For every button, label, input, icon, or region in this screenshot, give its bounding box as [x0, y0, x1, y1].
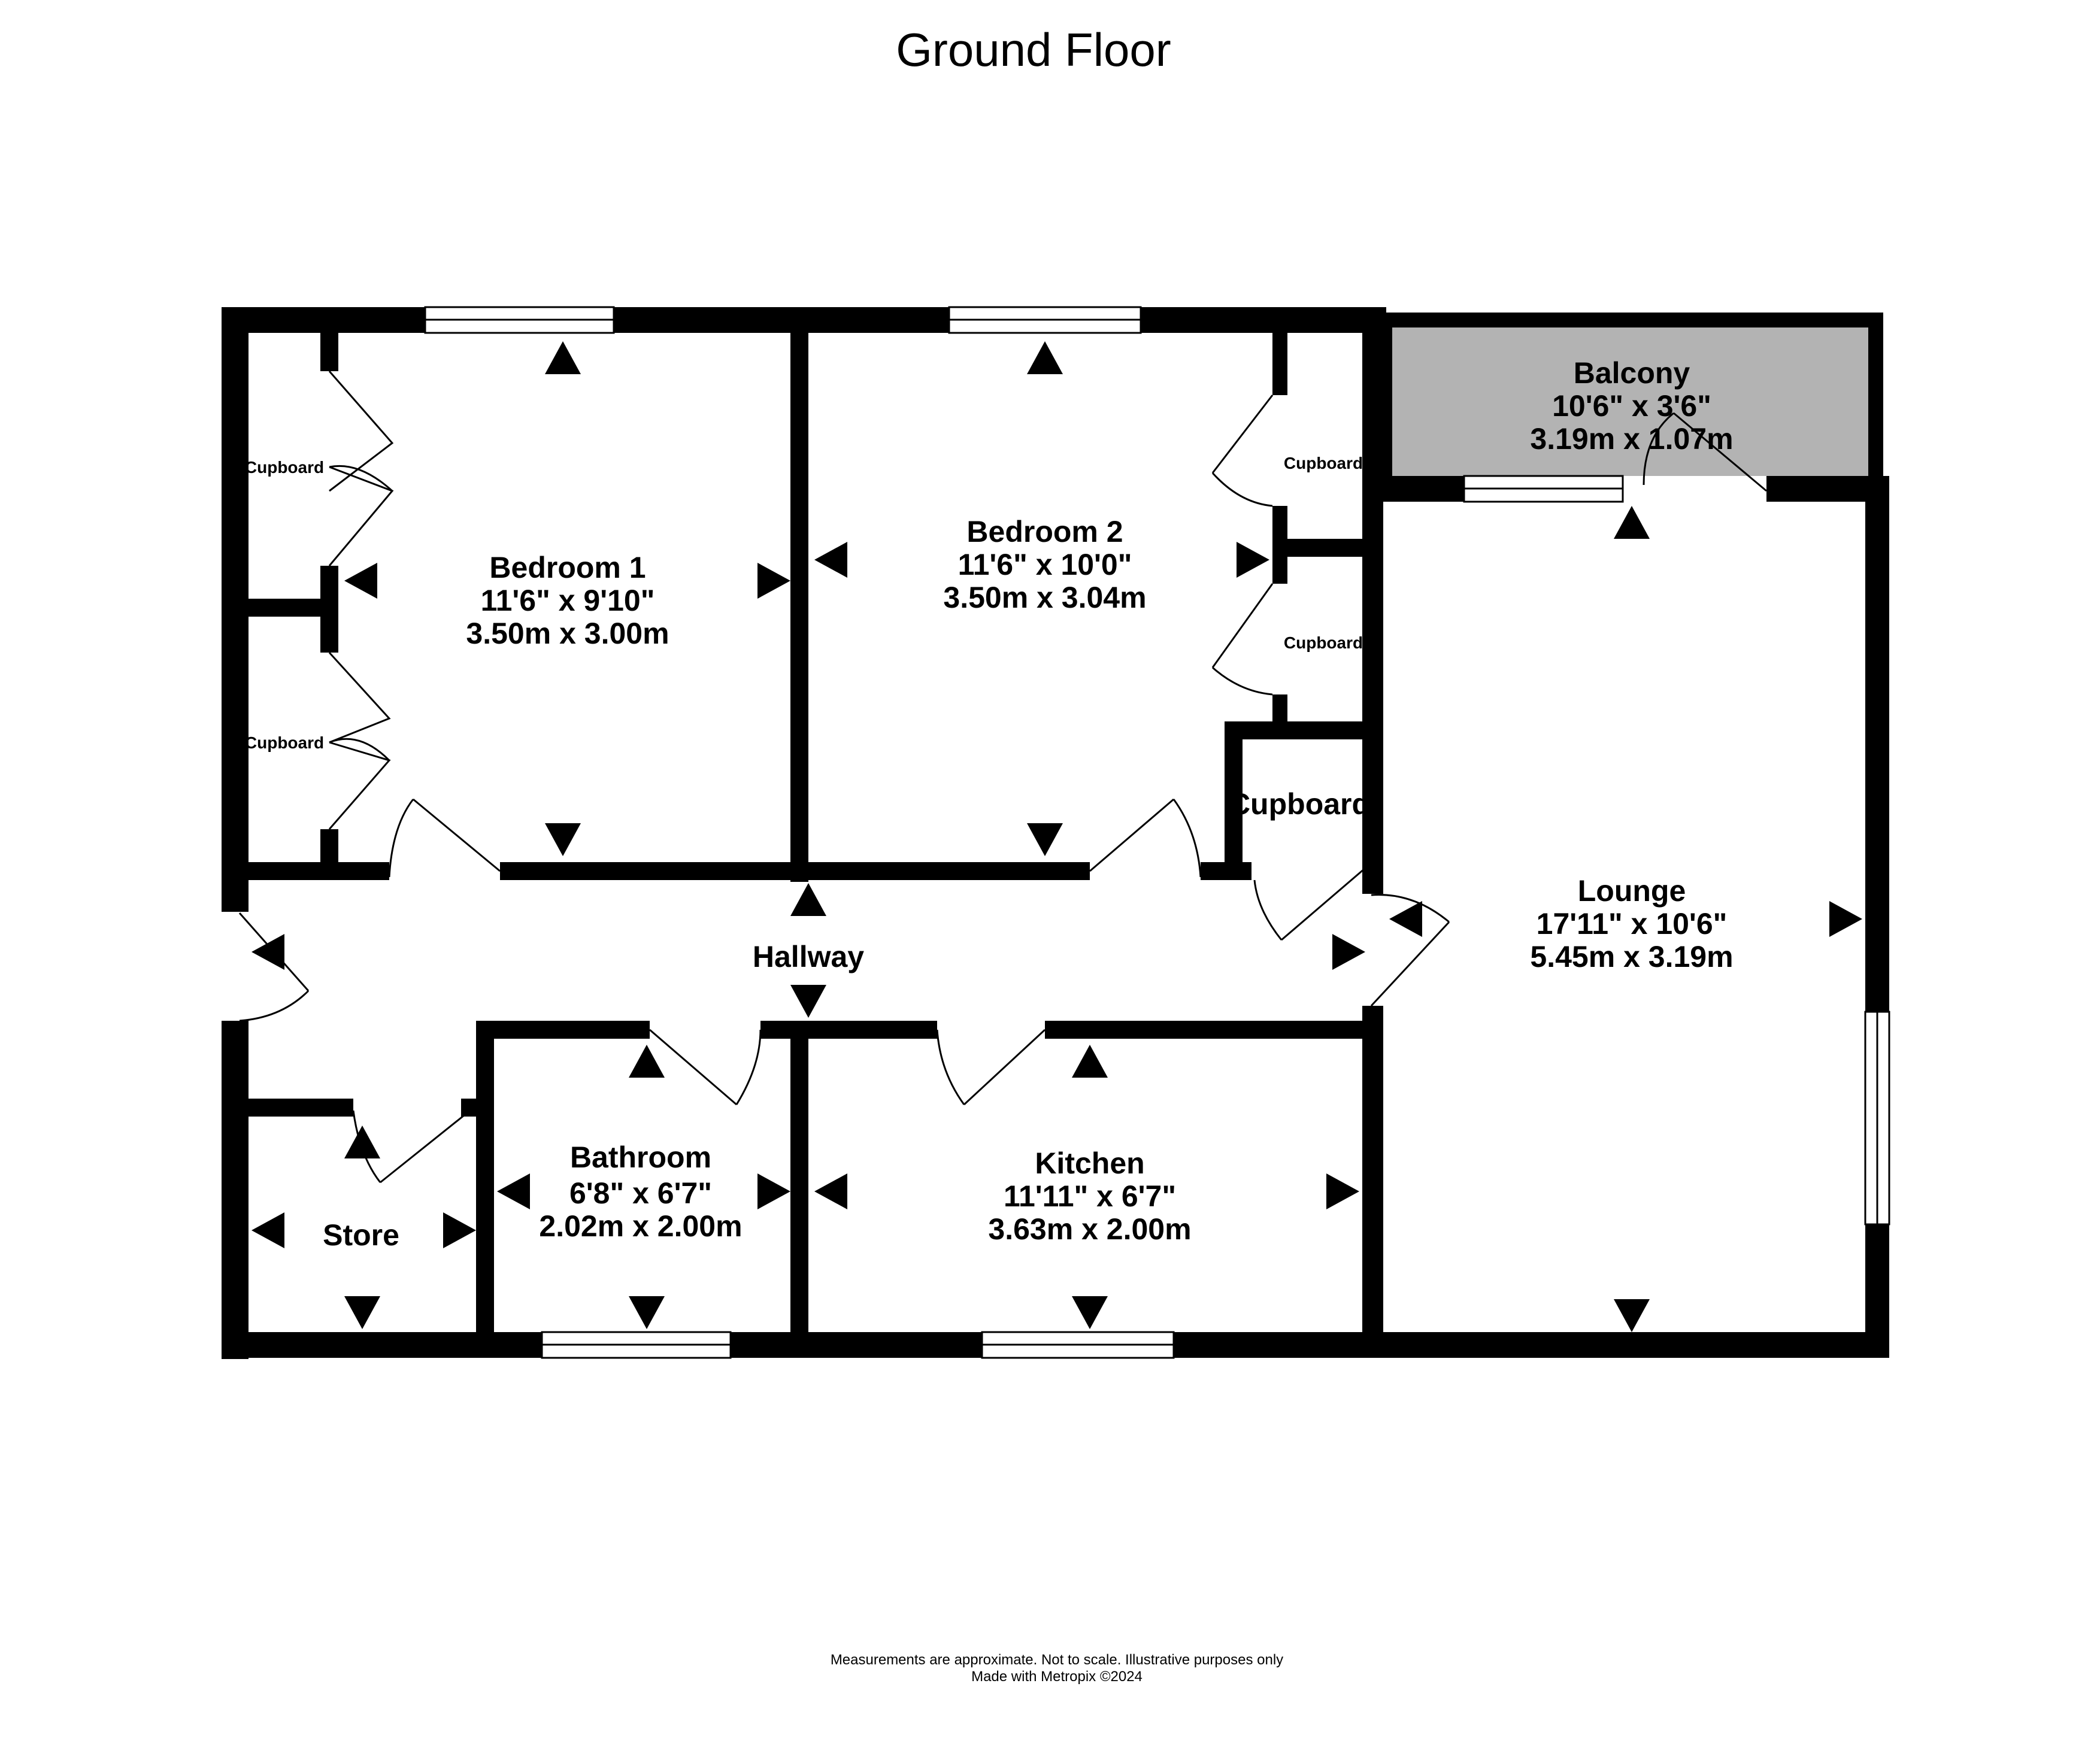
dimension-arrows — [251, 341, 1862, 1332]
cupboard-bed1-top: Cupboard — [245, 458, 324, 477]
bathroom-name: Bathroom — [570, 1141, 711, 1174]
balcony-imperial: 10'6" x 3'6" — [1552, 389, 1711, 423]
cupboard-bed2-top: Cupboard — [1284, 454, 1363, 472]
lounge-imperial: 17'11" x 10'6" — [1537, 907, 1728, 941]
cupboard-hall: Cupboard — [1229, 787, 1370, 821]
windows — [424, 306, 1890, 1359]
walls — [222, 307, 1889, 1359]
lounge-name: Lounge — [1578, 874, 1686, 908]
kitchen-name: Kitchen — [1035, 1146, 1144, 1180]
plan-title: Ground Floor — [896, 23, 1171, 76]
hallway-name: Hallway — [753, 940, 864, 973]
bathroom-metric: 2.02m x 2.00m — [539, 1209, 742, 1243]
bedroom1-imperial: 11'6" x 9'10" — [481, 584, 655, 617]
balcony-metric: 3.19m x 1.07m — [1530, 422, 1733, 456]
bedroom1-metric: 3.50m x 3.00m — [466, 617, 669, 650]
cupboard-bed1-bottom: Cupboard — [245, 733, 324, 752]
bedroom2-name: Bedroom 2 — [966, 515, 1123, 548]
cupboard-bed2-mid: Cupboard — [1284, 633, 1363, 652]
footer-disclaimer: Measurements are approximate. Not to sca… — [831, 1652, 1283, 1668]
bedroom1-name: Bedroom 1 — [489, 551, 646, 584]
bathroom-imperial: 6'8" x 6'7" — [569, 1176, 712, 1210]
lounge-metric: 5.45m x 3.19m — [1530, 940, 1733, 973]
room-labels: Bedroom 1 11'6" x 9'10" 3.50m x 3.00m Be… — [245, 356, 1734, 1252]
footer-credit: Made with Metropix ©2024 — [971, 1669, 1143, 1685]
kitchen-metric: 3.63m x 2.00m — [988, 1212, 1191, 1246]
balcony-area — [1389, 326, 1868, 476]
bedroom2-metric: 3.50m x 3.04m — [943, 581, 1146, 614]
balcony-name: Balcony — [1574, 356, 1690, 390]
bedroom2-imperial: 11'6" x 10'0" — [958, 548, 1132, 581]
kitchen-imperial: 11'11" x 6'7" — [1004, 1179, 1176, 1213]
store-name: Store — [323, 1218, 399, 1252]
